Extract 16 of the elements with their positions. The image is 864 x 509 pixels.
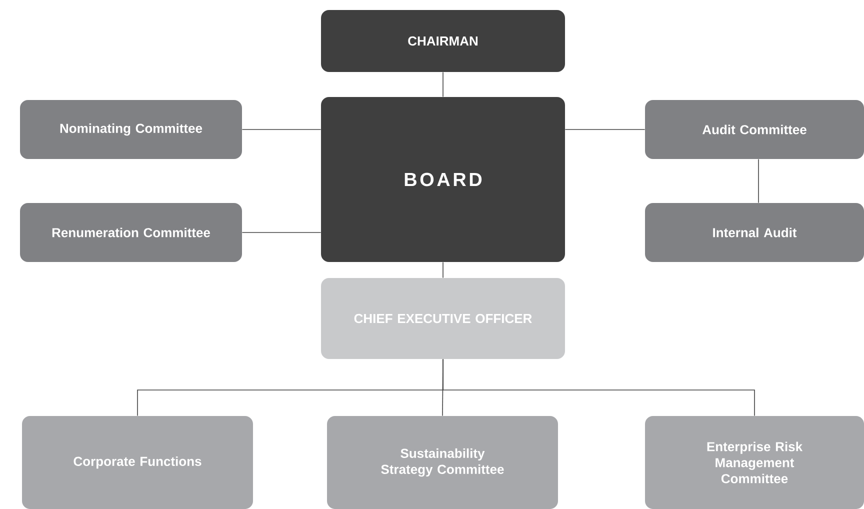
committee-box: Audit Committee	[645, 100, 864, 159]
connector-line	[242, 232, 322, 233]
connector-line	[242, 129, 322, 130]
chairman-box: CHAIRMAN	[321, 10, 565, 72]
function-box: Corporate Functions	[22, 416, 253, 509]
committee-box: Nominating Committee	[20, 100, 242, 159]
board-box: BOARD	[321, 97, 565, 262]
committee-box: Sustainability Strategy Committee	[327, 416, 558, 509]
connector-line	[442, 358, 755, 416]
connector-line	[564, 129, 646, 130]
audit-box: Internal Audit	[645, 203, 864, 262]
connector-line	[758, 158, 759, 204]
committee-box: Enterprise Risk Management Committee	[645, 416, 864, 509]
committee-box: Renumeration Committee	[20, 203, 242, 262]
connector-line	[442, 262, 444, 278]
connector-line	[442, 72, 444, 98]
